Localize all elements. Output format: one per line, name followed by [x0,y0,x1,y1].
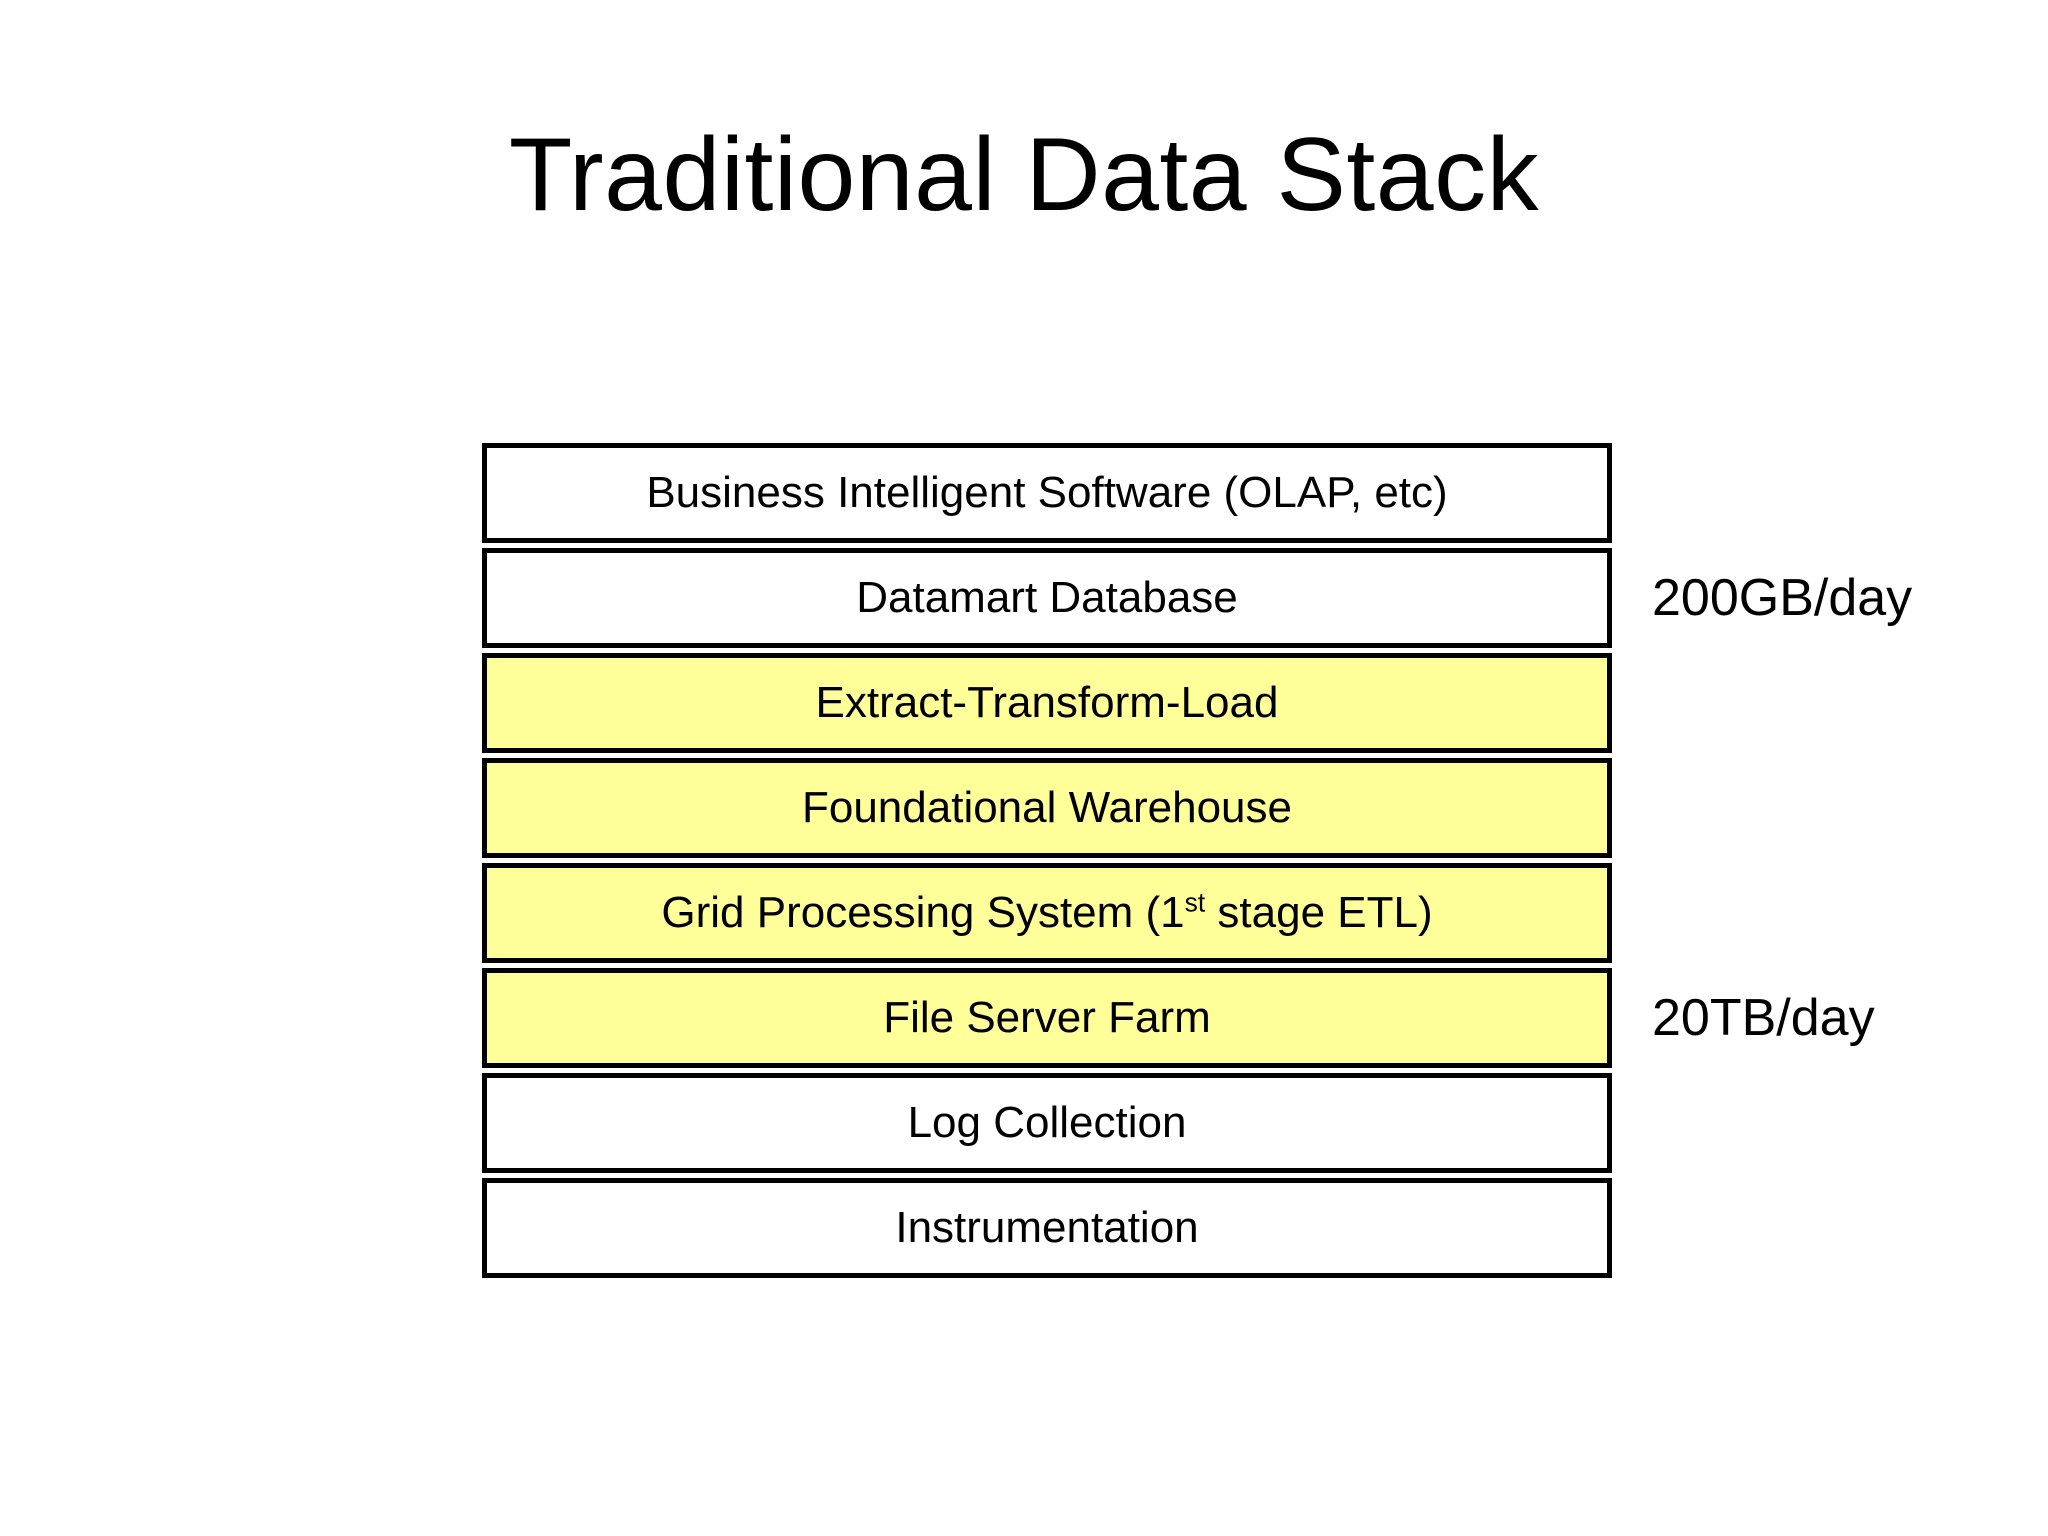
stack-layer-label: Log Collection [907,1098,1187,1147]
stack-layer-file-server-farm[interactable]: File Server Farm [482,968,1612,1068]
stack-layer-label: Extract-Transform-Load [815,678,1279,727]
throughput-annotation-200gb: 200GB/day [1652,569,1913,627]
throughput-annotation-20tb: 20TB/day [1652,989,1875,1047]
stack-layer-label: Foundational Warehouse [801,783,1292,832]
stack-layer-label-suffix: stage ETL) [1205,888,1433,937]
stack-layer-row: File Server Farm 20TB/day [482,968,1875,1068]
stack-layer-instrumentation[interactable]: Instrumentation [482,1178,1612,1278]
stack-layer-foundational-warehouse[interactable]: Foundational Warehouse [482,758,1612,858]
stack-layer-datamart-database[interactable]: Datamart Database [482,548,1612,648]
stack-layer-row: Log Collection [482,1073,1612,1173]
stack-layer-log-collection[interactable]: Log Collection [482,1073,1612,1173]
stack-layer-extract-transform-load[interactable]: Extract-Transform-Load [482,653,1612,753]
stack-layer-label-superscript: st [1184,887,1206,918]
data-stack-diagram: Business Intelligent Software (OLAP, etc… [482,443,1912,1278]
stack-layer-row: Extract-Transform-Load [482,653,1612,753]
stack-layer-row: Foundational Warehouse [482,758,1612,858]
stack-layer-row: Grid Processing System (1st stage ETL) [482,863,1612,963]
stack-layer-business-intelligent-software[interactable]: Business Intelligent Software (OLAP, etc… [482,443,1612,543]
stack-layer-label-prefix: Grid Processing System (1 [661,888,1185,937]
stack-layer-label: Datamart Database [856,573,1238,622]
stack-layer-label: File Server Farm [883,993,1211,1042]
stack-layer-label: Business Intelligent Software (OLAP, etc… [646,468,1448,517]
stack-layer-row: Datamart Database 200GB/day [482,548,1912,648]
stack-layer-label: Grid Processing System (1st stage ETL) [661,888,1433,937]
stack-layer-grid-processing-system[interactable]: Grid Processing System (1st stage ETL) [482,863,1612,963]
stack-layer-label: Instrumentation [895,1203,1199,1252]
stack-layer-row: Business Intelligent Software (OLAP, etc… [482,443,1612,543]
stack-layer-row: Instrumentation [482,1178,1612,1278]
page-title: Traditional Data Stack [508,117,1540,233]
